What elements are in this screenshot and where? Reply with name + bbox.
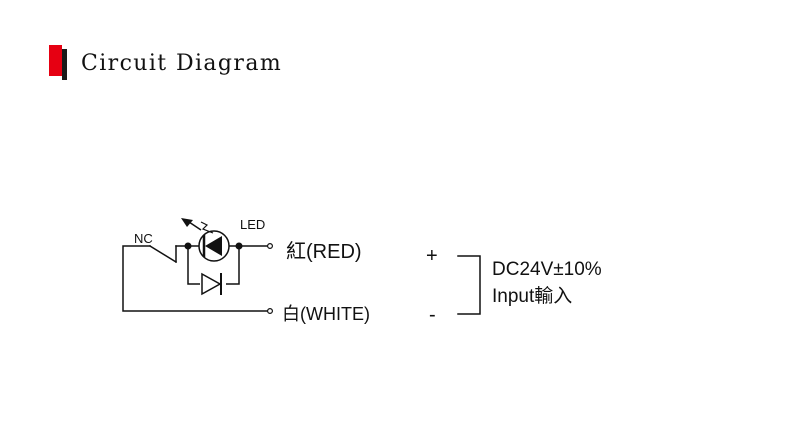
junction-dot-right	[235, 242, 243, 250]
plus-label: +	[426, 245, 438, 267]
red-wire-label: 紅(RED)	[286, 240, 362, 263]
led-icon	[198, 230, 230, 262]
white-terminal	[267, 308, 274, 315]
minus-label: -	[429, 304, 436, 326]
nc-label: NC	[134, 231, 153, 246]
led-label: LED	[240, 217, 265, 232]
page-title: Circuit Diagram	[81, 51, 283, 76]
title-accent-bar	[49, 45, 62, 76]
supply-voltage-label: DC24V±10%	[492, 259, 602, 280]
white-wire-label: 白(WHITE)	[282, 304, 370, 324]
led-light-arrows-icon	[181, 218, 214, 234]
left-return-wire	[122, 245, 271, 312]
diode-icon	[200, 272, 226, 296]
supply-bracket	[457, 255, 481, 315]
nc-switch-blade	[148, 244, 178, 264]
junction-dot-left	[184, 242, 192, 250]
supply-input-label: Input輸入	[492, 285, 572, 307]
red-terminal	[267, 243, 274, 250]
title-accent-shadow	[62, 49, 67, 80]
